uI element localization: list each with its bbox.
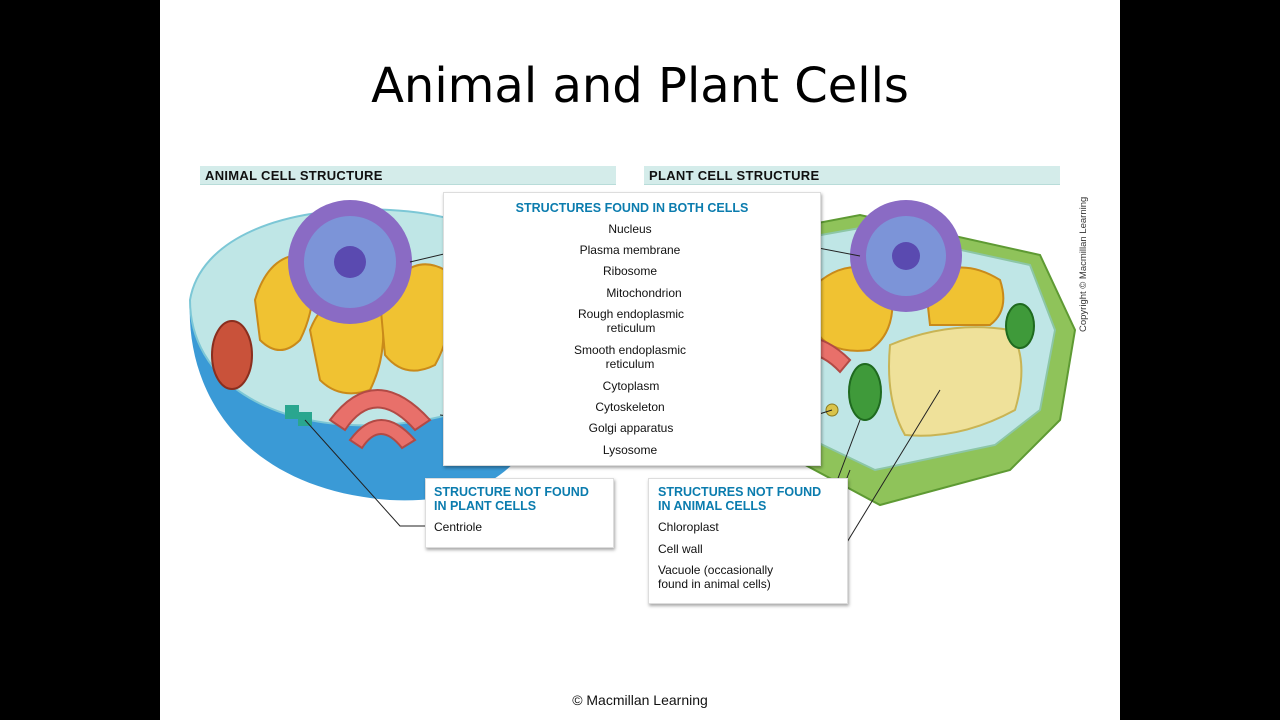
not-in-plant-box: STRUCTURE NOT FOUND IN PLANT CELLS Centr…	[425, 478, 614, 548]
label-cytoplasm: Cytoplasm	[602, 379, 660, 393]
label-smooth-er-1: Smooth endoplasmic	[573, 343, 687, 357]
vacuole-plant	[888, 326, 1023, 437]
plant-cell-header: PLANT CELL STRUCTURE	[644, 166, 1060, 185]
label-plasma-membrane: Plasma membrane	[579, 243, 681, 257]
label-golgi-apparatus: Golgi apparatus	[588, 421, 674, 435]
label-centriole: Centriole	[434, 520, 483, 534]
label-vacuole-1: Vacuole (occasionally	[658, 563, 774, 577]
animal-cell-header: ANIMAL CELL STRUCTURE	[200, 166, 616, 185]
not-in-plant-heading-2: IN PLANT CELLS	[434, 499, 537, 513]
nucleus-plant	[850, 200, 962, 312]
chloroplast-plant-1	[848, 363, 882, 421]
footer-copyright: © Macmillan Learning	[572, 692, 708, 708]
slide-title: Animal and Plant Cells	[371, 58, 909, 114]
chloroplast-plant-2	[1005, 303, 1035, 349]
vertical-copyright: Copyright © Macmillan Learning	[1078, 196, 1089, 332]
label-mitochondrion: Mitochondrion	[606, 286, 682, 300]
label-ribosome: Ribosome	[602, 264, 658, 278]
label-vacuole-2: found in animal cells)	[658, 577, 771, 591]
both-cells-heading: STRUCTURES FOUND IN BOTH CELLS	[515, 201, 749, 215]
not-in-animal-heading-2: IN ANIMAL CELLS	[658, 499, 767, 513]
not-in-animal-box: STRUCTURES NOT FOUND IN ANIMAL CELLS Chl…	[648, 478, 848, 604]
not-in-animal-heading-1: STRUCTURES NOT FOUND	[658, 485, 822, 499]
centriole-animal	[285, 405, 312, 426]
not-in-plant-heading-1: STRUCTURE NOT FOUND	[434, 485, 589, 499]
golgi-animal	[328, 389, 432, 450]
label-rough-er-1: Rough endoplasmic	[577, 307, 685, 321]
slide: Animal and Plant Cells ANIMAL CELL STRUC…	[160, 0, 1120, 720]
label-chloroplast: Chloroplast	[658, 520, 719, 534]
nucleus-animal	[288, 200, 412, 324]
mitochondrion-animal-left	[211, 320, 253, 390]
label-nucleus: Nucleus	[608, 222, 652, 236]
structures-both-cells-box: STRUCTURES FOUND IN BOTH CELLS	[443, 192, 821, 466]
label-cell-wall: Cell wall	[658, 542, 703, 556]
label-smooth-er-2: reticulum	[605, 357, 655, 371]
label-cytoskeleton: Cytoskeleton	[595, 400, 665, 414]
label-rough-er-2: reticulum	[606, 321, 656, 335]
label-lysosome: Lysosome	[602, 443, 658, 457]
